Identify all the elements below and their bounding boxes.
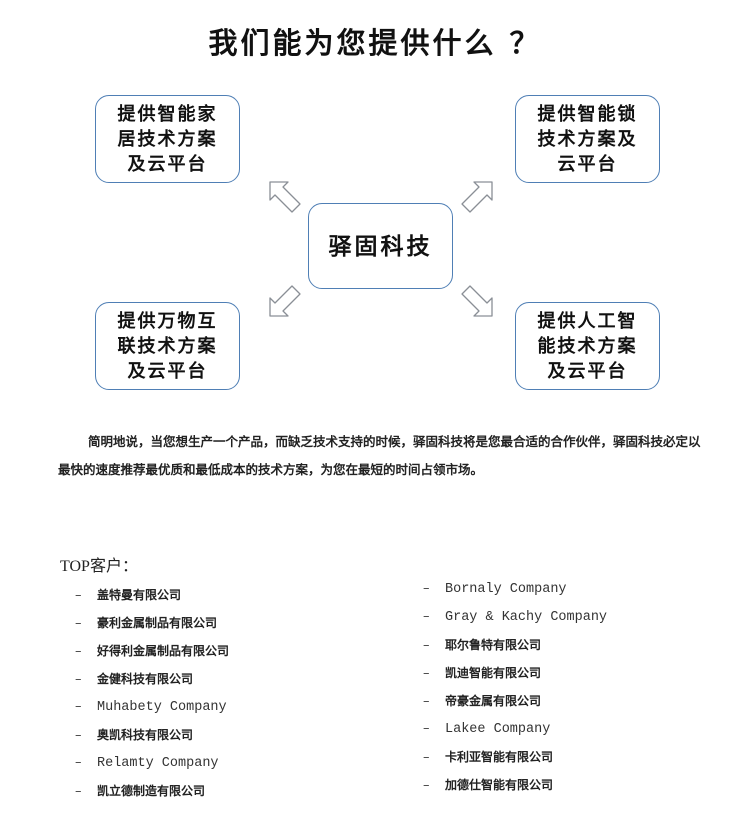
bullet-dash: –	[423, 638, 430, 653]
client-name: 卡利亚智能有限公司	[445, 750, 554, 764]
bullet-dash: –	[75, 755, 82, 770]
client-name: 豪利金属制品有限公司	[97, 616, 218, 630]
service-line: 提供智能锁	[537, 103, 638, 125]
client-name: 盖特曼有限公司	[97, 588, 182, 602]
list-item: – 卡利亚智能有限公司	[423, 743, 607, 771]
bullet-dash: –	[423, 666, 430, 681]
list-item: – 豪利金属制品有限公司	[75, 609, 229, 637]
arrow-up-right-icon	[461, 181, 493, 213]
bullet-dash: –	[423, 609, 430, 624]
client-name: Lakee Company	[445, 722, 551, 737]
bullet-dash: –	[423, 721, 430, 736]
service-line: 及云平台	[547, 360, 628, 382]
client-name: 好得利金属制品有限公司	[97, 644, 230, 658]
arrow-down-left-icon	[269, 285, 301, 317]
service-line: 提供智能家	[117, 103, 218, 125]
client-list-right: –Bornaly Company –Gray & Kachy Company –…	[423, 575, 607, 799]
bullet-dash: –	[75, 644, 82, 659]
service-line: 及云平台	[127, 153, 208, 175]
bullet-dash: –	[423, 750, 430, 765]
bullet-dash: –	[423, 581, 430, 596]
list-item: – 金健科技有限公司	[75, 665, 229, 693]
client-list-left: – 盖特曼有限公司 – 豪利金属制品有限公司 – 好得利金属制品有限公司 – 金健科技有…	[75, 581, 229, 805]
list-item: – 奥凯科技有限公司	[75, 721, 229, 749]
service-box-smart-lock: 提供智能锁 技术方案及 云平台	[515, 95, 660, 183]
list-item: –Muhabety Company	[75, 693, 229, 721]
list-item: – 盖特曼有限公司	[75, 581, 229, 609]
list-item: – 好得利金属制品有限公司	[75, 637, 229, 665]
client-name: 凯立德制造有限公司	[97, 784, 206, 798]
arrow-down-right-icon	[461, 285, 493, 317]
company-center-box: 驿固科技	[308, 203, 453, 289]
company-name: 驿固科技	[328, 232, 433, 260]
intro-paragraph: 简明地说，当您想生产一个产品，而缺乏技术支持的时候，驿固科技将是您最合适的合作伙…	[58, 434, 701, 477]
clients-heading: TOP客户：	[60, 558, 138, 575]
client-name: Gray & Kachy Company	[445, 610, 608, 625]
bullet-dash: –	[423, 778, 430, 793]
bullet-dash: –	[75, 588, 82, 603]
service-box-smart-home: 提供智能家 居技术方案 及云平台	[95, 95, 240, 183]
client-name: 加德仕智能有限公司	[445, 778, 554, 792]
client-name: 帝豪金属有限公司	[445, 694, 542, 708]
service-line: 居技术方案	[117, 128, 218, 150]
service-line: 能技术方案	[537, 335, 638, 357]
list-item: –Lakee Company	[423, 715, 607, 743]
client-name: Muhabety Company	[97, 700, 227, 715]
list-item: – 凯立德制造有限公司	[75, 777, 229, 805]
bullet-dash: –	[75, 616, 82, 631]
service-box-iot: 提供万物互 联技术方案 及云平台	[95, 302, 240, 390]
bullet-dash: –	[75, 728, 82, 743]
service-line: 云平台	[557, 153, 618, 175]
client-name: 金健科技有限公司	[97, 672, 194, 686]
client-name: 耶尔鲁特有限公司	[445, 638, 542, 652]
list-item: –Relamty Company	[75, 749, 229, 777]
service-line: 提供人工智	[537, 310, 638, 332]
service-line: 技术方案及	[537, 128, 638, 150]
arrow-up-left-icon	[269, 181, 301, 213]
list-item: – 凯迪智能有限公司	[423, 659, 607, 687]
bullet-dash: –	[75, 699, 82, 714]
client-name: 奥凯科技有限公司	[97, 728, 194, 742]
page-title: 我们能为您提供什么 ？	[208, 26, 542, 60]
list-item: – 加德仕智能有限公司	[423, 771, 607, 799]
bullet-dash: –	[75, 784, 82, 799]
client-name: Bornaly Company	[445, 582, 567, 597]
service-box-ai: 提供人工智 能技术方案 及云平台	[515, 302, 660, 390]
bullet-dash: –	[75, 672, 82, 687]
service-line: 提供万物互	[117, 310, 218, 332]
client-name: Relamty Company	[97, 756, 219, 771]
service-line: 联技术方案	[117, 335, 218, 357]
list-item: –Bornaly Company	[423, 575, 607, 603]
bullet-dash: –	[423, 694, 430, 709]
client-name: 凯迪智能有限公司	[445, 666, 542, 680]
service-line: 及云平台	[127, 360, 208, 382]
list-item: –Gray & Kachy Company	[423, 603, 607, 631]
list-item: – 帝豪金属有限公司	[423, 687, 607, 715]
list-item: – 耶尔鲁特有限公司	[423, 631, 607, 659]
